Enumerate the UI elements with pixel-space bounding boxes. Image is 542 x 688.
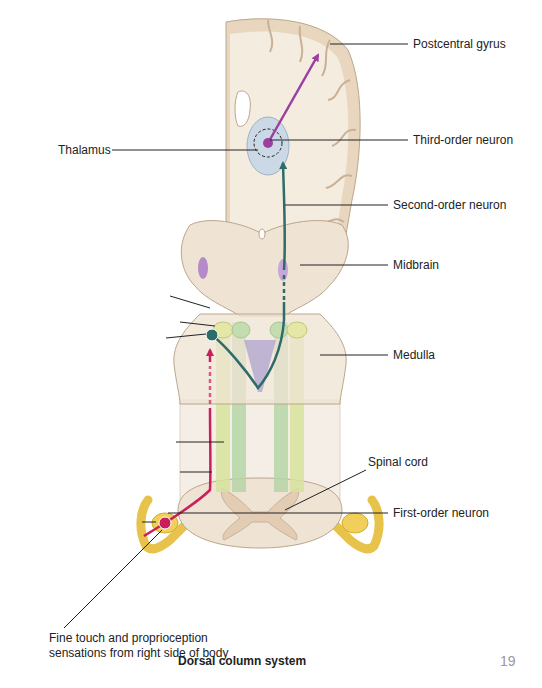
leader-line — [166, 334, 206, 338]
sulci — [268, 20, 356, 223]
medulla-outline — [174, 314, 346, 404]
axon — [283, 163, 285, 270]
structure-label: Second-order neuron — [393, 198, 506, 213]
page-number: 19 — [500, 654, 516, 669]
leader-line — [112, 150, 258, 151]
spinal-cord-shape — [141, 400, 379, 549]
structure-label: Medulla — [393, 348, 435, 363]
medial-lemniscus — [198, 257, 208, 279]
cortex — [226, 19, 360, 240]
leader-line — [170, 296, 210, 308]
axon — [212, 302, 284, 388]
first-order-pathway — [144, 350, 210, 536]
structure-label: Thalamus — [58, 143, 111, 158]
midbrain-outline — [181, 221, 348, 316]
leader-line — [320, 355, 388, 356]
cell-body — [206, 329, 218, 341]
leader-line — [270, 140, 408, 141]
leader-line — [180, 472, 212, 473]
aqueduct — [259, 229, 265, 239]
leader-line — [285, 470, 366, 510]
axon-hidden — [283, 272, 286, 300]
leader-line — [330, 44, 408, 45]
leader-line — [168, 513, 388, 514]
nucleus-cuneatus — [287, 322, 307, 338]
nucleus-gracilis — [270, 322, 288, 338]
leader-line — [300, 265, 388, 266]
axon — [268, 55, 318, 143]
medulla-shape — [174, 314, 346, 404]
leader-line — [142, 522, 156, 523]
dorsal-root-ganglion — [342, 513, 368, 533]
leader-line — [180, 322, 215, 326]
second-order-pathway — [206, 163, 285, 388]
gray-matter — [221, 488, 298, 540]
midbrain-shape — [181, 221, 348, 316]
leader-line — [176, 442, 224, 443]
synapse-ring — [254, 129, 282, 157]
figure-caption: Dorsal column system — [178, 654, 306, 669]
cell-body — [159, 517, 171, 529]
structure-label: Postcentral gyrus — [413, 37, 506, 52]
ventricle — [235, 91, 250, 126]
brain-section — [226, 19, 360, 240]
third-order-pathway — [254, 55, 318, 157]
leader-line — [64, 530, 162, 628]
leader-lines — [64, 44, 408, 628]
structure-label: Midbrain — [393, 258, 439, 273]
structure-label: First-order neuron — [393, 506, 489, 521]
structure-label: Third-order neuron — [413, 133, 513, 148]
leader-line — [285, 205, 388, 206]
nucleus-gracilis — [232, 322, 250, 338]
structure-label: Spinal cord — [368, 455, 428, 470]
axon — [209, 350, 212, 362]
axon-hidden — [209, 366, 212, 404]
